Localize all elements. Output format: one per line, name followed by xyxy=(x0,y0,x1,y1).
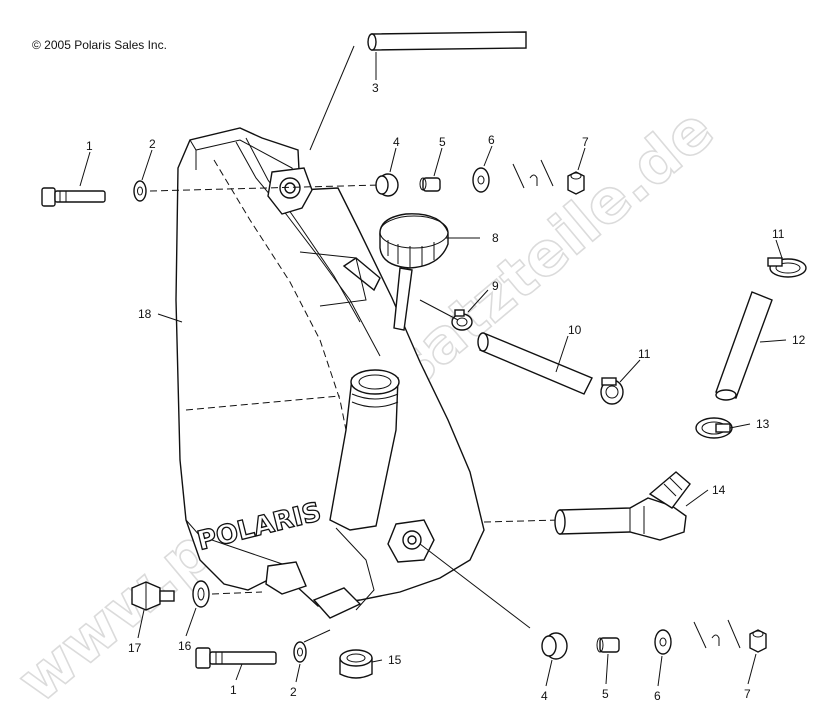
washer-lower-large xyxy=(654,629,672,655)
grommet-upper xyxy=(375,173,399,197)
vent-hose xyxy=(367,31,527,51)
callout-6-lower: 6 xyxy=(654,689,661,703)
washer-upper xyxy=(133,180,147,202)
callout-numbers: 1 2 3 4 5 6 7 8 9 10 11 11 12 13 14 15 1… xyxy=(86,81,806,703)
washer-upper-large xyxy=(472,167,490,193)
callout-14: 14 xyxy=(712,483,726,497)
callout-1-upper: 1 xyxy=(86,139,93,153)
callout-16: 16 xyxy=(178,639,192,653)
bolt-lower xyxy=(195,647,277,669)
elbow-fitting xyxy=(483,471,691,541)
callout-5-lower: 5 xyxy=(602,687,609,701)
leader-lines xyxy=(79,45,787,687)
callout-5-upper: 5 xyxy=(439,135,446,149)
callout-11-upper: 11 xyxy=(772,227,785,241)
hose-clamp-13 xyxy=(695,417,733,439)
sealing-washer xyxy=(192,580,210,608)
spacer-upper xyxy=(419,177,441,192)
spacer-lower xyxy=(596,637,620,653)
callout-12: 12 xyxy=(792,333,806,347)
washer-lower xyxy=(293,641,307,663)
callout-4-upper: 4 xyxy=(393,135,400,149)
grommet-lower xyxy=(541,632,568,660)
callout-6-upper: 6 xyxy=(488,133,495,147)
callout-2-upper: 2 xyxy=(149,137,156,151)
callout-13: 13 xyxy=(756,417,770,431)
callout-10: 10 xyxy=(568,323,582,337)
bolt-upper xyxy=(41,187,106,207)
callout-4-lower: 4 xyxy=(541,689,548,703)
callout-2-lower: 2 xyxy=(290,685,297,699)
callout-15: 15 xyxy=(388,653,402,667)
nut-upper xyxy=(567,171,585,195)
hose-12 xyxy=(715,291,773,401)
callout-17: 17 xyxy=(128,641,142,655)
copyright-text: © 2005 Polaris Sales Inc. xyxy=(32,38,167,52)
hose-clamp-11-upper xyxy=(767,257,807,278)
grommet-15 xyxy=(339,649,373,679)
drain-plug xyxy=(131,581,175,611)
callout-9: 9 xyxy=(492,279,499,293)
callout-11-lower: 11 xyxy=(638,347,651,361)
callout-7-lower: 7 xyxy=(744,687,751,701)
oil-tank: POLARIS xyxy=(175,127,485,619)
hose-clamp-9 xyxy=(451,309,473,331)
hose-10 xyxy=(477,332,593,395)
callout-7-upper: 7 xyxy=(582,135,589,149)
filler-cap xyxy=(379,213,449,331)
hose-clamp-11-lower xyxy=(600,377,624,405)
callout-18: 18 xyxy=(138,307,152,321)
nut-lower xyxy=(749,629,767,653)
callout-1-lower: 1 xyxy=(230,683,237,697)
break-mark-upper xyxy=(512,159,554,189)
callout-8: 8 xyxy=(492,231,499,245)
callout-3: 3 xyxy=(372,81,379,95)
break-mark-lower xyxy=(693,619,741,649)
